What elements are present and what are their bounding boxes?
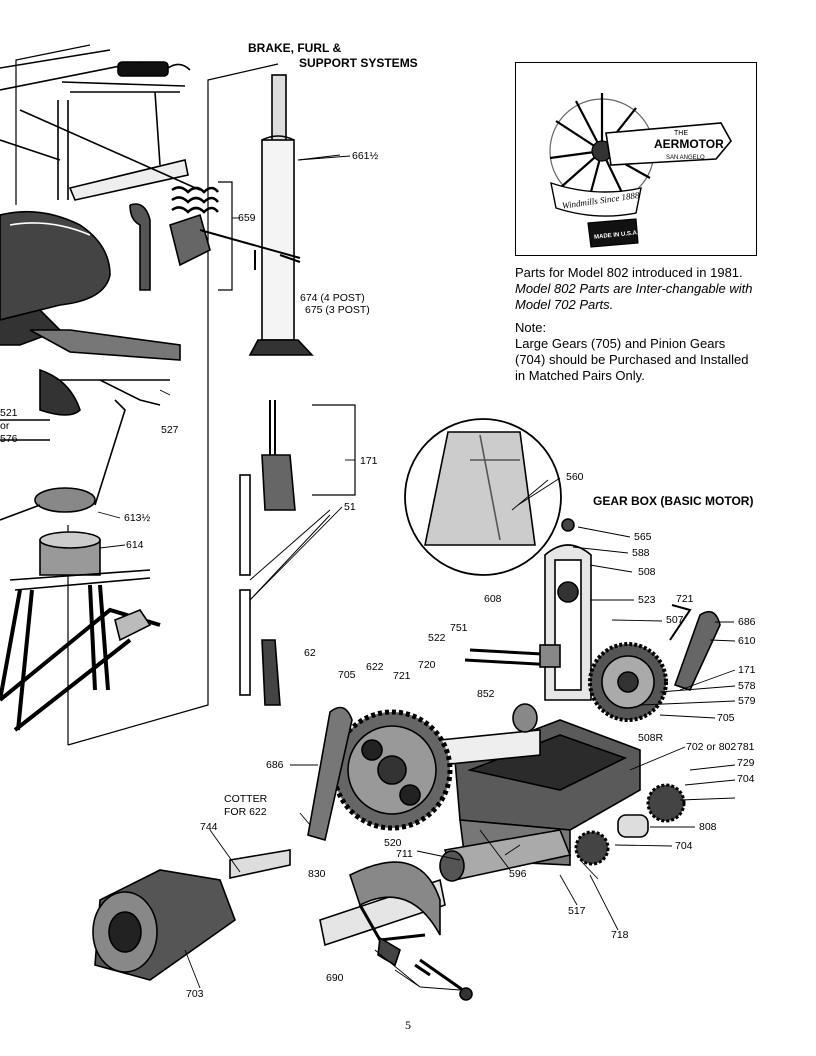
parts-line1: Parts for Model 802 introduced in 1981.: [515, 265, 743, 280]
part-label: 705: [338, 669, 356, 681]
part-label: 171: [738, 664, 756, 676]
part-label: 560: [566, 471, 584, 483]
part-label: 596: [509, 868, 527, 880]
logo-location: SAN ANGELO: [666, 155, 705, 161]
part-label: 703: [186, 988, 204, 1000]
part-label: 610: [738, 635, 756, 647]
part-label: 171: [360, 455, 378, 467]
part-label: 588: [632, 547, 650, 559]
aermotor-logo-box: THE AERMOTOR SAN ANGELO Windmills Since …: [515, 62, 757, 256]
note-heading: Note:: [515, 320, 547, 335]
part-label: 686: [266, 759, 284, 771]
part-label: 523: [638, 594, 656, 606]
part-label: 565: [634, 531, 652, 543]
part-label: 674 (4 POST): [300, 292, 365, 304]
part-label: 729: [737, 757, 755, 769]
part-label: 686: [738, 616, 756, 628]
part-label: 744: [200, 821, 218, 833]
part-label: 721: [393, 670, 411, 682]
logo-made-in: MADE IN U.S.A.: [594, 230, 639, 241]
part-label: 781: [737, 741, 755, 753]
part-label: 527: [161, 424, 179, 436]
part-label: 702 or 802: [686, 741, 737, 753]
part-label: 852: [477, 688, 495, 700]
part-label: 521: [0, 407, 18, 419]
part-label: 522: [428, 632, 446, 644]
part-label: 614: [126, 539, 144, 551]
heading-support-systems: SUPPORT SYSTEMS: [299, 56, 418, 70]
heading-brake-furl: BRAKE, FURL &: [248, 41, 342, 55]
part-label: FOR 622: [224, 806, 267, 818]
part-label: or: [0, 420, 10, 432]
part-label: 576: [0, 433, 18, 445]
logo-company-line: THE: [674, 130, 688, 137]
part-label: 690: [326, 972, 344, 984]
part-label: 704: [675, 840, 693, 852]
part-label: 508R: [638, 732, 664, 744]
part-label: 808: [699, 821, 717, 833]
part-label: 517: [568, 905, 586, 917]
part-label: 622: [366, 661, 384, 673]
part-label: 578: [738, 680, 756, 692]
part-label: 704: [737, 773, 755, 785]
note-body: Large Gears (705) and Pinion Gears (704)…: [515, 336, 749, 383]
part-label: 718: [611, 929, 629, 941]
part-label: 51: [344, 501, 356, 513]
logo-brand: AERMOTOR: [654, 137, 724, 151]
aermotor-windmill-logo: THE AERMOTOR SAN ANGELO Windmills Since …: [549, 93, 732, 248]
part-label: 507: [666, 614, 684, 626]
part-label: 661½: [352, 150, 379, 162]
parts-note: Parts for Model 802 introduced in 1981. …: [515, 265, 760, 313]
part-label: 579: [738, 695, 756, 707]
part-label: 830: [308, 868, 326, 880]
part-label: 720: [418, 659, 436, 671]
part-label: 675 (3 POST): [305, 304, 370, 316]
part-label: 608: [484, 593, 502, 605]
parts-line2: Model 802 Parts are Inter-changable with…: [515, 281, 753, 312]
page-number: 5: [405, 1018, 411, 1032]
part-label: 520: [384, 837, 402, 849]
part-label: 711: [396, 848, 413, 860]
part-label: 705: [717, 712, 735, 724]
part-label: 62: [304, 647, 316, 659]
part-label: 751: [450, 622, 468, 634]
part-label: 659: [238, 212, 256, 224]
part-label: 508: [638, 566, 656, 578]
part-label: COTTER: [224, 793, 268, 805]
part-label: 721: [676, 593, 694, 605]
heading-gear-box: GEAR BOX (BASIC MOTOR): [593, 494, 754, 508]
part-label: 613½: [124, 512, 151, 524]
